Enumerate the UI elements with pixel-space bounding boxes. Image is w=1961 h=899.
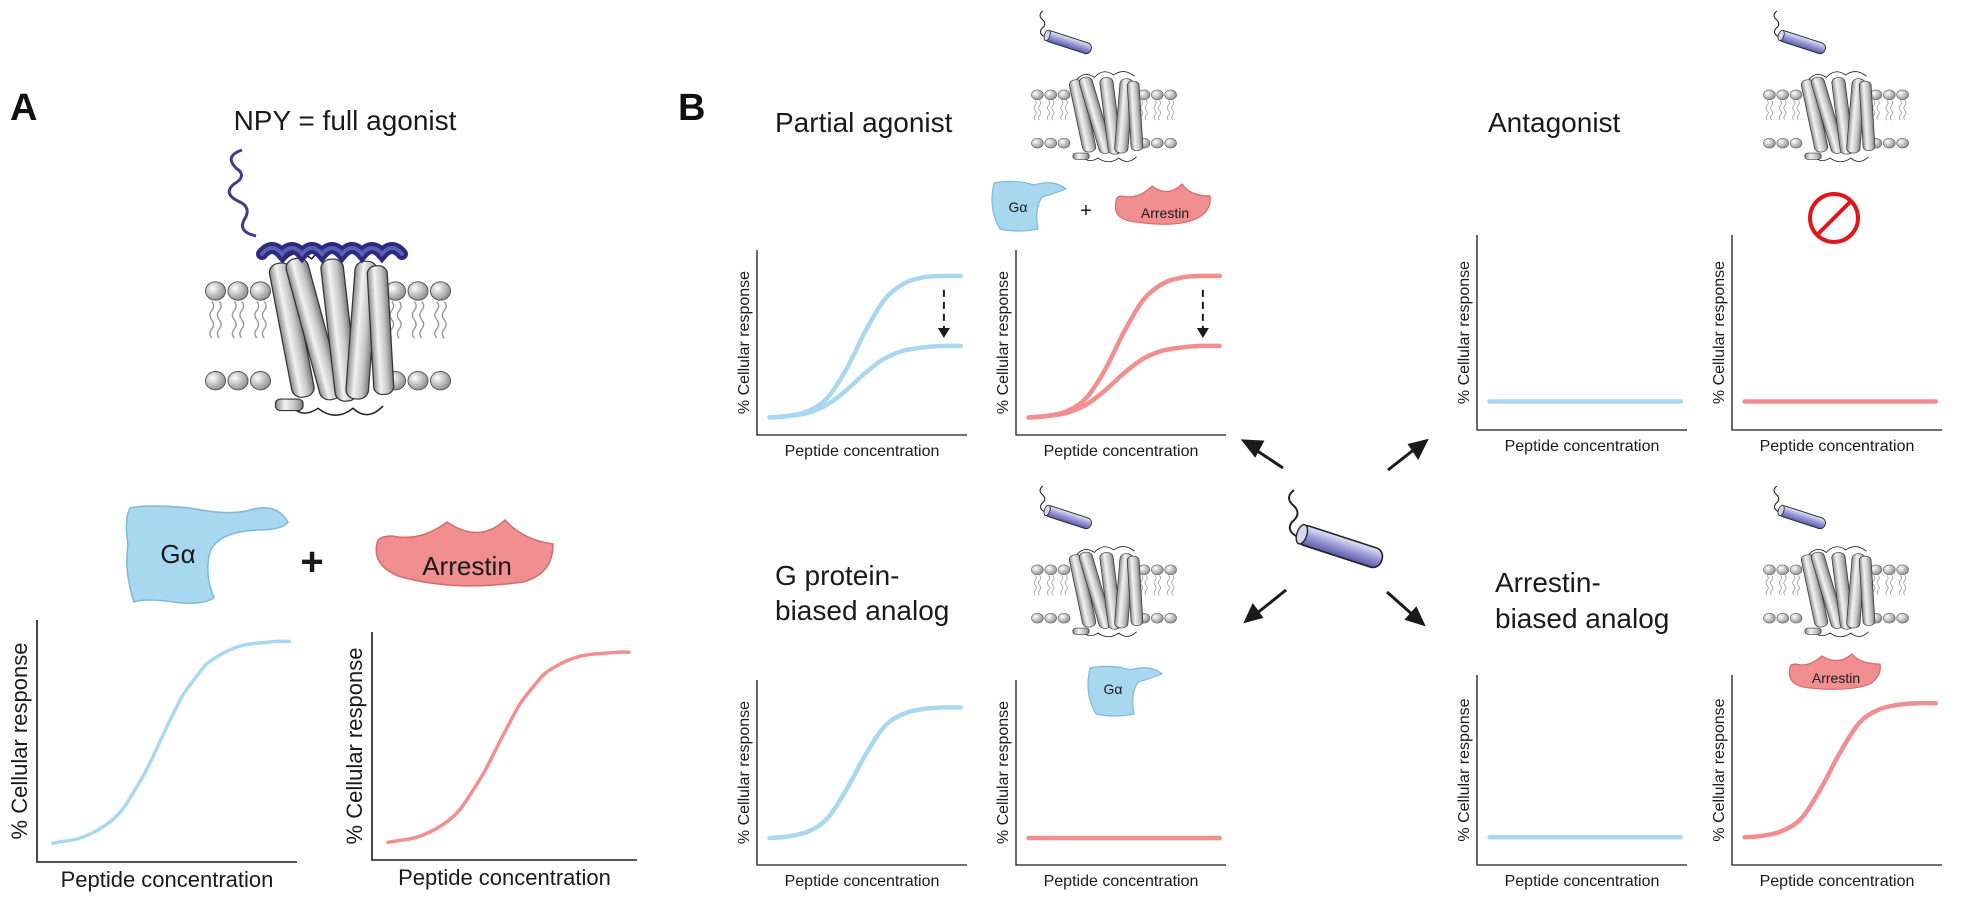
series-line-2 bbox=[767, 343, 963, 420]
arrestin-biased-title-line1: Arrestin- bbox=[1495, 567, 1601, 598]
x-axis-label: Peptide concentration bbox=[1760, 438, 1915, 455]
galpha-protein-icon: Gα bbox=[125, 505, 289, 605]
peptide-ligand-icon bbox=[1039, 485, 1094, 531]
decrease-arrow-head bbox=[1196, 327, 1209, 338]
peptide-ligand-icon bbox=[1773, 485, 1828, 531]
gprotein-biased-title-line1: G protein- bbox=[775, 560, 900, 591]
x-axis-label: Peptide concentration bbox=[1505, 873, 1660, 890]
y-axis-label: % Cellular response bbox=[342, 648, 367, 845]
chart-axes bbox=[1476, 235, 1687, 431]
partial-agonist-title: Partial agonist bbox=[775, 107, 953, 138]
chart-axes bbox=[36, 620, 297, 863]
galpha-label: Gα bbox=[160, 539, 195, 569]
peptide-ligand-icon bbox=[1773, 10, 1828, 56]
galpha-protein-icon: Gα bbox=[991, 180, 1068, 232]
x-axis-label: Peptide concentration bbox=[785, 873, 940, 890]
receptor-icon bbox=[1762, 546, 1910, 638]
plus-sign: + bbox=[300, 540, 323, 584]
y-axis-label: % Cellular response bbox=[1456, 261, 1473, 404]
y-axis-label: % Cellular response bbox=[1711, 261, 1728, 404]
arrestin-protein-icon: Arrestin bbox=[375, 518, 554, 587]
decrease-arrow-head bbox=[937, 327, 950, 338]
peptide-ligand-icon bbox=[1039, 10, 1094, 56]
y-axis-label: % Cellular response bbox=[736, 701, 753, 844]
panel-a-letter: A bbox=[10, 87, 37, 129]
receptor-icon bbox=[204, 247, 452, 417]
arrestin-biased-title-line2: biased analog bbox=[1495, 603, 1669, 634]
y-axis-label: % Cellular response bbox=[7, 643, 32, 840]
plus-sign: + bbox=[1080, 200, 1092, 222]
x-axis-label: Peptide concentration bbox=[1044, 873, 1199, 890]
gprotein-biased-title-line2: biased analog bbox=[775, 595, 949, 626]
chart-axes bbox=[1476, 675, 1687, 866]
antagonist-title: Antagonist bbox=[1488, 107, 1621, 138]
x-axis-label: Peptide concentration bbox=[61, 867, 274, 892]
receptor-icon bbox=[1762, 71, 1910, 163]
y-axis-label: % Cellular response bbox=[736, 271, 753, 414]
chart-axes bbox=[1015, 680, 1226, 866]
galpha-label: Gα bbox=[1104, 681, 1123, 697]
chart-axes bbox=[756, 250, 967, 436]
arrestin-label: Arrestin bbox=[1141, 205, 1189, 221]
x-axis-label: Peptide concentration bbox=[1505, 438, 1660, 455]
series-line-2 bbox=[1026, 343, 1222, 420]
series-line-1 bbox=[50, 639, 291, 846]
chart-axes bbox=[1015, 250, 1226, 436]
chart-axes bbox=[756, 680, 967, 866]
y-axis-label: % Cellular response bbox=[1456, 698, 1473, 841]
galpha-protein-icon: Gα bbox=[1087, 665, 1164, 717]
x-axis-label: Peptide concentration bbox=[1760, 873, 1915, 890]
npy-peptide-icon bbox=[227, 148, 408, 264]
y-axis-label: % Cellular response bbox=[1711, 698, 1728, 841]
y-axis-label: % Cellular response bbox=[995, 271, 1012, 414]
arrestin-label: Arrestin bbox=[1812, 670, 1860, 686]
y-axis-label: % Cellular response bbox=[995, 701, 1012, 844]
chart-axes bbox=[371, 632, 637, 861]
no-binding-icon bbox=[1808, 192, 1860, 244]
arrestin-protein-icon: Arrestin bbox=[1114, 183, 1211, 225]
direction-arrows bbox=[1240, 438, 1429, 627]
receptor-icon bbox=[1030, 546, 1178, 638]
x-axis-label: Peptide concentration bbox=[1044, 443, 1199, 460]
galpha-label: Gα bbox=[1009, 199, 1028, 215]
receptor-icon bbox=[1030, 71, 1178, 163]
series-line-1 bbox=[1742, 700, 1938, 840]
arrestin-label: Arrestin bbox=[422, 551, 512, 581]
peptide-ligand-icon bbox=[1288, 489, 1386, 571]
chart-axes bbox=[1731, 675, 1942, 866]
panel-a-title: NPY = full agonist bbox=[234, 105, 457, 136]
arrestin-protein-icon: Arrestin bbox=[1788, 653, 1881, 690]
x-axis-label: Peptide concentration bbox=[785, 443, 940, 460]
chart-axes bbox=[1731, 235, 1942, 431]
series-line-1 bbox=[767, 705, 963, 841]
series-line-1 bbox=[386, 650, 631, 845]
x-axis-label: Peptide concentration bbox=[398, 865, 611, 890]
panel-b-letter: B bbox=[678, 87, 705, 129]
